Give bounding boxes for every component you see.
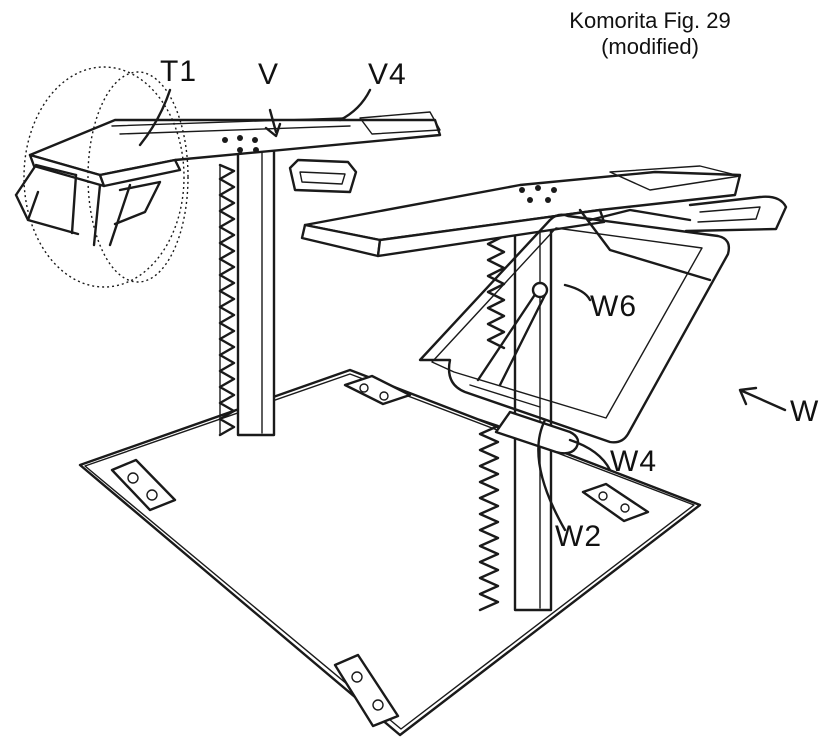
figure-caption: Komorita Fig. 29 (modified) [520, 8, 780, 60]
caption-subtitle: (modified) [601, 34, 699, 59]
detail-circle-t1 [23, 66, 189, 288]
right-column [478, 213, 553, 612]
label-t1: T1 [160, 55, 198, 88]
label-w4: W4 [610, 445, 657, 478]
caption-title: Komorita Fig. 29 [569, 8, 731, 33]
handle-w4 [469, 384, 580, 455]
label-w2: W2 [555, 520, 602, 553]
label-v: V [258, 58, 280, 91]
left-tray [14, 111, 442, 247]
label-w6: W6 [590, 290, 637, 323]
leader-lines [138, 88, 787, 532]
tray-frame-w6 [418, 208, 731, 444]
mount-slot-right [581, 482, 650, 523]
mount-slot-back [343, 374, 412, 406]
label-w: W [790, 395, 820, 428]
label-v4: V4 [368, 58, 407, 91]
left-column [218, 148, 276, 437]
mount-slot-front [333, 653, 400, 728]
base-plate [78, 368, 702, 737]
mount-slot-left [110, 458, 177, 512]
